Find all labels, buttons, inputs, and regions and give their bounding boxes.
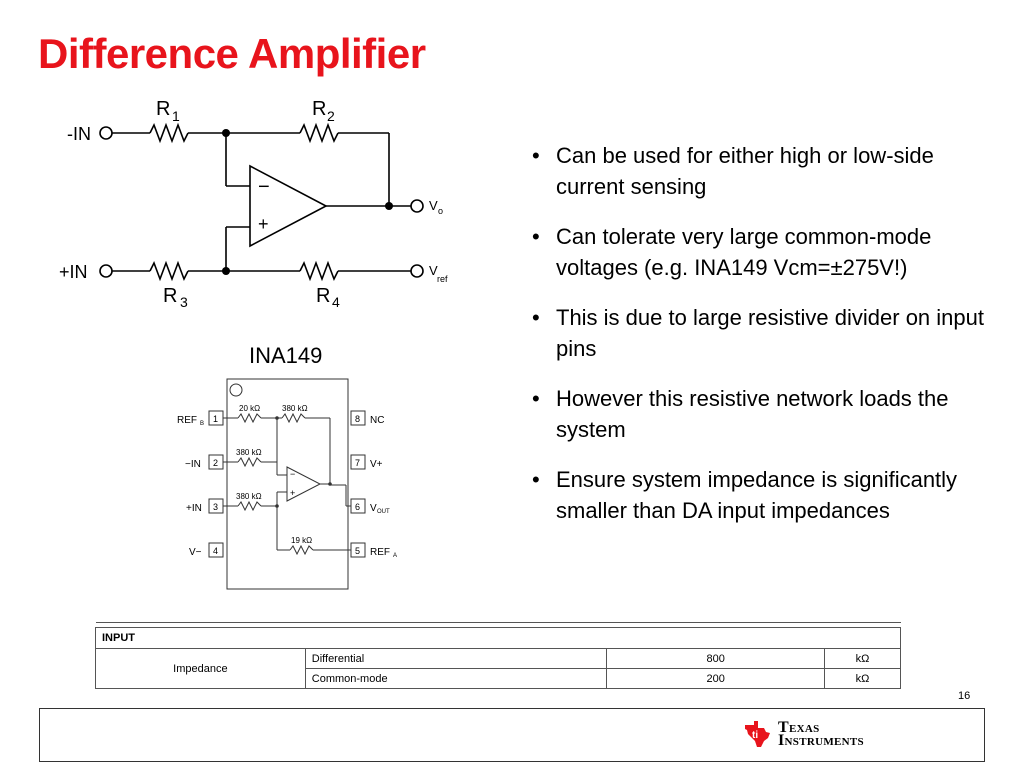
- table-param-cell: Impedance: [95, 648, 306, 689]
- pos-in-label: +IN: [59, 262, 88, 282]
- pin-v-plus-name: V+: [370, 459, 383, 470]
- ina149-package-diagram: REF B 1 −IN 2 +IN 3 V− 4 8 NC 7 V+ 6 V O…: [177, 378, 397, 590]
- r1-sub: 1: [172, 108, 180, 124]
- pin-5-number: 5: [355, 546, 360, 556]
- bullet-dot: •: [532, 305, 540, 330]
- pin-8-number: 8: [355, 414, 360, 424]
- bullet-text: Can tolerate very large common-mode volt…: [556, 224, 932, 280]
- pin-ref-b-name: REF: [177, 415, 197, 426]
- r4-sub: 4: [332, 294, 340, 310]
- bullet-item: • Can tolerate very large common-mode vol…: [528, 221, 998, 283]
- pin-1-number: 1: [213, 414, 218, 424]
- r4-label: R: [316, 285, 330, 307]
- pin-v-minus-name: V−: [189, 547, 202, 558]
- bullet-item: • However this resistive network loads th…: [528, 383, 998, 445]
- bullet-list: • Can be used for either high or low-side…: [528, 140, 998, 545]
- bullet-dot: •: [532, 467, 540, 492]
- bullet-dot: •: [532, 143, 540, 168]
- pin-7-number: 7: [355, 458, 360, 468]
- r1-label: R: [156, 98, 170, 120]
- vo-sub: o: [438, 206, 443, 216]
- pin-ref-a-sub: A: [393, 553, 397, 559]
- vref-sub: ref: [437, 274, 448, 284]
- ina149-label: INA149: [249, 343, 323, 368]
- r2-label: R: [312, 98, 326, 120]
- pin-ref-a-name: REF: [370, 547, 390, 558]
- ina-op-amp-plus: +: [290, 488, 295, 498]
- op-amp-plus: +: [258, 214, 269, 234]
- table-value-cell: 800: [606, 648, 826, 669]
- logo-line-instruments: Instruments: [778, 732, 864, 749]
- resistor-380k-mid-label: 380 kΩ: [236, 448, 262, 457]
- table-section-header: INPUT: [95, 627, 901, 649]
- bullet-item: • Ensure system impedance is significantl…: [528, 464, 998, 526]
- page-number: 16: [958, 690, 971, 702]
- bullet-text: However this resistive network loads the…: [556, 386, 949, 442]
- pin-6-number: 6: [355, 502, 360, 512]
- footer-bar: [39, 708, 985, 762]
- pin-nc-name: NC: [370, 415, 384, 426]
- bullet-dot: •: [532, 224, 540, 249]
- pin-vout-name: V: [370, 503, 377, 514]
- bullet-text: This is due to large resistive divider o…: [556, 305, 984, 361]
- slide-title: Difference Amplifier: [38, 30, 426, 77]
- pin-pos-in-name: +IN: [186, 503, 202, 514]
- resistor-380k-low-label: 380 kΩ: [236, 492, 262, 501]
- pin-ref-b-sub: B: [200, 421, 204, 427]
- bullet-dot: •: [532, 386, 540, 411]
- table-row: Common-mode 200 kΩ: [96, 668, 901, 689]
- r2-sub: 2: [327, 108, 335, 124]
- neg-in-label: -IN: [67, 124, 91, 144]
- pin-4-number: 4: [213, 546, 218, 556]
- r3-sub: 3: [180, 294, 188, 310]
- table-value-cell: 200: [606, 668, 826, 689]
- ina-op-amp-minus: −: [290, 469, 295, 479]
- resistor-20k-label: 20 kΩ: [239, 404, 260, 413]
- bullet-text: Ensure system impedance is significantly…: [556, 467, 958, 523]
- logo-line-texas: Texas: [778, 719, 820, 736]
- pin-neg-in-name: −IN: [185, 459, 201, 470]
- resistor-19k-label: 19 kΩ: [291, 536, 312, 545]
- bullet-text: Can be used for either high or low-side …: [556, 143, 934, 199]
- table-unit-cell: kΩ: [824, 668, 901, 689]
- texas-instruments-logo: ti Texas Instruments: [742, 719, 864, 749]
- op-amp-minus: −: [258, 176, 270, 198]
- table-unit-cell: kΩ: [824, 648, 901, 669]
- difference-amplifier-schematic: -IN +IN R 1 R 2 R 3 R 4 − + V o V ref: [59, 98, 448, 310]
- vo-label: V: [429, 198, 438, 213]
- table-condition-cell: Common-mode: [304, 668, 608, 689]
- bullet-item: • Can be used for either high or low-side…: [528, 140, 998, 202]
- pin-vout-sub: OUT: [377, 509, 390, 515]
- input-impedance-table: INPUT Impedance Differential 800 kΩ Comm…: [95, 622, 901, 689]
- svg-text:ti: ti: [752, 730, 758, 741]
- vref-label: V: [429, 263, 438, 278]
- r3-label: R: [163, 285, 177, 307]
- resistor-380k-top-label: 380 kΩ: [282, 404, 308, 413]
- table-condition-cell: Differential: [304, 648, 608, 669]
- table-row: Impedance Differential 800 kΩ: [95, 648, 901, 689]
- pin-3-number: 3: [213, 502, 218, 512]
- pin-2-number: 2: [213, 458, 218, 468]
- bullet-item: • This is due to large resistive divider …: [528, 302, 998, 364]
- ti-state-icon: ti: [745, 721, 770, 747]
